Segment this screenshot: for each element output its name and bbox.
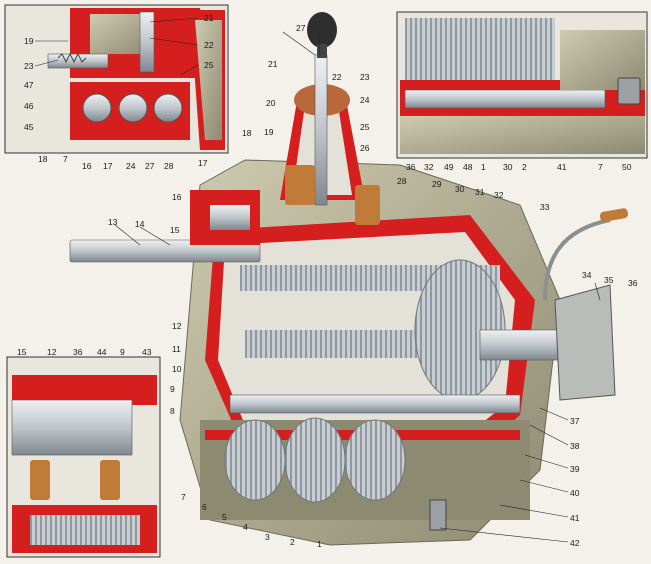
inset-bl-label-9: 9 xyxy=(120,347,125,357)
label-33: 33 xyxy=(540,202,550,212)
inset-tr-gear-teeth xyxy=(405,18,555,88)
inset-tr-drain-plug xyxy=(617,77,641,105)
label-41: 41 xyxy=(570,513,580,523)
label-27: 27 xyxy=(296,23,306,33)
leader-lines xyxy=(34,17,601,543)
label-25: 25 xyxy=(360,122,370,132)
inset-bl-label-15: 15 xyxy=(17,347,27,357)
inset-tr-shaft xyxy=(404,89,606,109)
shift-lever-rod xyxy=(314,54,328,206)
label-6: 6 xyxy=(202,502,207,512)
label-30: 30 xyxy=(455,184,465,194)
label-8: 8 xyxy=(170,406,175,416)
inset-tl-label-46: 46 xyxy=(24,101,34,111)
label-22: 22 xyxy=(332,72,342,82)
inset-tl-label-21: 21 xyxy=(204,13,214,23)
inset-tr-label-30: 30 xyxy=(503,162,513,172)
inset-tr-label-48: 48 xyxy=(463,162,473,172)
gearbox-main-body xyxy=(69,159,616,546)
label-26: 26 xyxy=(360,143,370,153)
label-1: 1 xyxy=(317,539,322,549)
inset-tl-label-47: 47 xyxy=(24,80,34,90)
inset-tl-label-18: 18 xyxy=(38,154,48,164)
label-19: 19 xyxy=(264,127,274,137)
number-labels: 1 2 3 4 5 6 7 8 9 10 11 12 13 14 15 16 1… xyxy=(17,13,638,549)
countershaft-gear-3 xyxy=(344,419,406,501)
inset-bl-shaft xyxy=(11,399,133,456)
label-24: 24 xyxy=(360,95,370,105)
label-5: 5 xyxy=(222,512,227,522)
inset-tr-label-50: 50 xyxy=(622,162,632,172)
label-32: 32 xyxy=(494,190,504,200)
label-13: 13 xyxy=(108,217,118,227)
inset-bl-label-36: 36 xyxy=(73,347,83,357)
label-21: 21 xyxy=(268,59,278,69)
inset-bl-label-12: 12 xyxy=(47,347,57,357)
inset-bottom-left xyxy=(6,356,161,558)
label-38: 38 xyxy=(570,441,580,451)
shift-lever-tower xyxy=(190,12,380,245)
input-shaft xyxy=(69,239,261,263)
label-39: 39 xyxy=(570,464,580,474)
inset-tr-label-32: 32 xyxy=(424,162,434,172)
speedometer-cable xyxy=(543,208,629,301)
inset-tl-label-7: 7 xyxy=(63,154,68,164)
inset-top-left xyxy=(4,4,229,154)
label-42: 42 xyxy=(570,538,580,548)
label-11: 11 xyxy=(172,344,181,354)
label-40: 40 xyxy=(570,488,580,498)
label-15: 15 xyxy=(170,225,180,235)
inset-tl-label-24: 24 xyxy=(126,161,136,171)
label-3: 3 xyxy=(265,532,270,542)
inset-top-right xyxy=(396,11,648,159)
countershaft-gear-1 xyxy=(224,419,286,501)
label-23: 23 xyxy=(360,72,370,82)
label-36: 36 xyxy=(628,278,638,288)
inset-tl-detent-rod xyxy=(47,53,109,69)
inset-bl-label-43: 43 xyxy=(142,347,152,357)
drain-plug xyxy=(429,499,447,531)
label-16: 16 xyxy=(172,192,182,202)
inset-tl-label-23: 23 xyxy=(24,61,34,71)
inset-tr-label-41: 41 xyxy=(557,162,567,172)
label-10: 10 xyxy=(172,364,182,374)
inset-bl-label-44: 44 xyxy=(97,347,107,357)
inset-tr-label-36: 36 xyxy=(406,162,416,172)
inset-tl-label-28: 28 xyxy=(164,161,174,171)
label-37: 37 xyxy=(570,416,580,426)
inset-tr-label-1: 1 xyxy=(481,162,486,172)
label-7: 7 xyxy=(181,492,186,502)
inset-tl-label-22: 22 xyxy=(204,40,214,50)
label-28: 28 xyxy=(397,176,407,186)
label-9: 9 xyxy=(170,384,175,394)
label-34: 34 xyxy=(582,270,592,280)
inset-tl-label-16: 16 xyxy=(82,161,92,171)
label-20: 20 xyxy=(266,98,276,108)
inset-tl-label-27: 27 xyxy=(145,161,155,171)
countershaft-gear-2 xyxy=(284,417,346,503)
inset-tr-label-7: 7 xyxy=(598,162,603,172)
inset-tl-label-25: 25 xyxy=(204,60,214,70)
inset-tr-label-2: 2 xyxy=(522,162,527,172)
label-2: 2 xyxy=(290,537,295,547)
inset-tl-label-17: 17 xyxy=(103,161,113,171)
inset-tl-label-45: 45 xyxy=(24,122,34,132)
label-29: 29 xyxy=(432,179,442,189)
label-31: 31 xyxy=(475,187,485,197)
label-17: 17 xyxy=(198,158,208,168)
output-flange xyxy=(554,284,616,401)
label-14: 14 xyxy=(135,219,145,229)
label-4: 4 xyxy=(243,522,248,532)
countershaft xyxy=(229,394,521,414)
label-35: 35 xyxy=(604,275,614,285)
shift-knob xyxy=(307,12,337,48)
label-12: 12 xyxy=(172,321,182,331)
inset-tr-label-49: 49 xyxy=(444,162,454,172)
label-18: 18 xyxy=(242,128,252,138)
inset-tl-label-19: 19 xyxy=(24,36,34,46)
